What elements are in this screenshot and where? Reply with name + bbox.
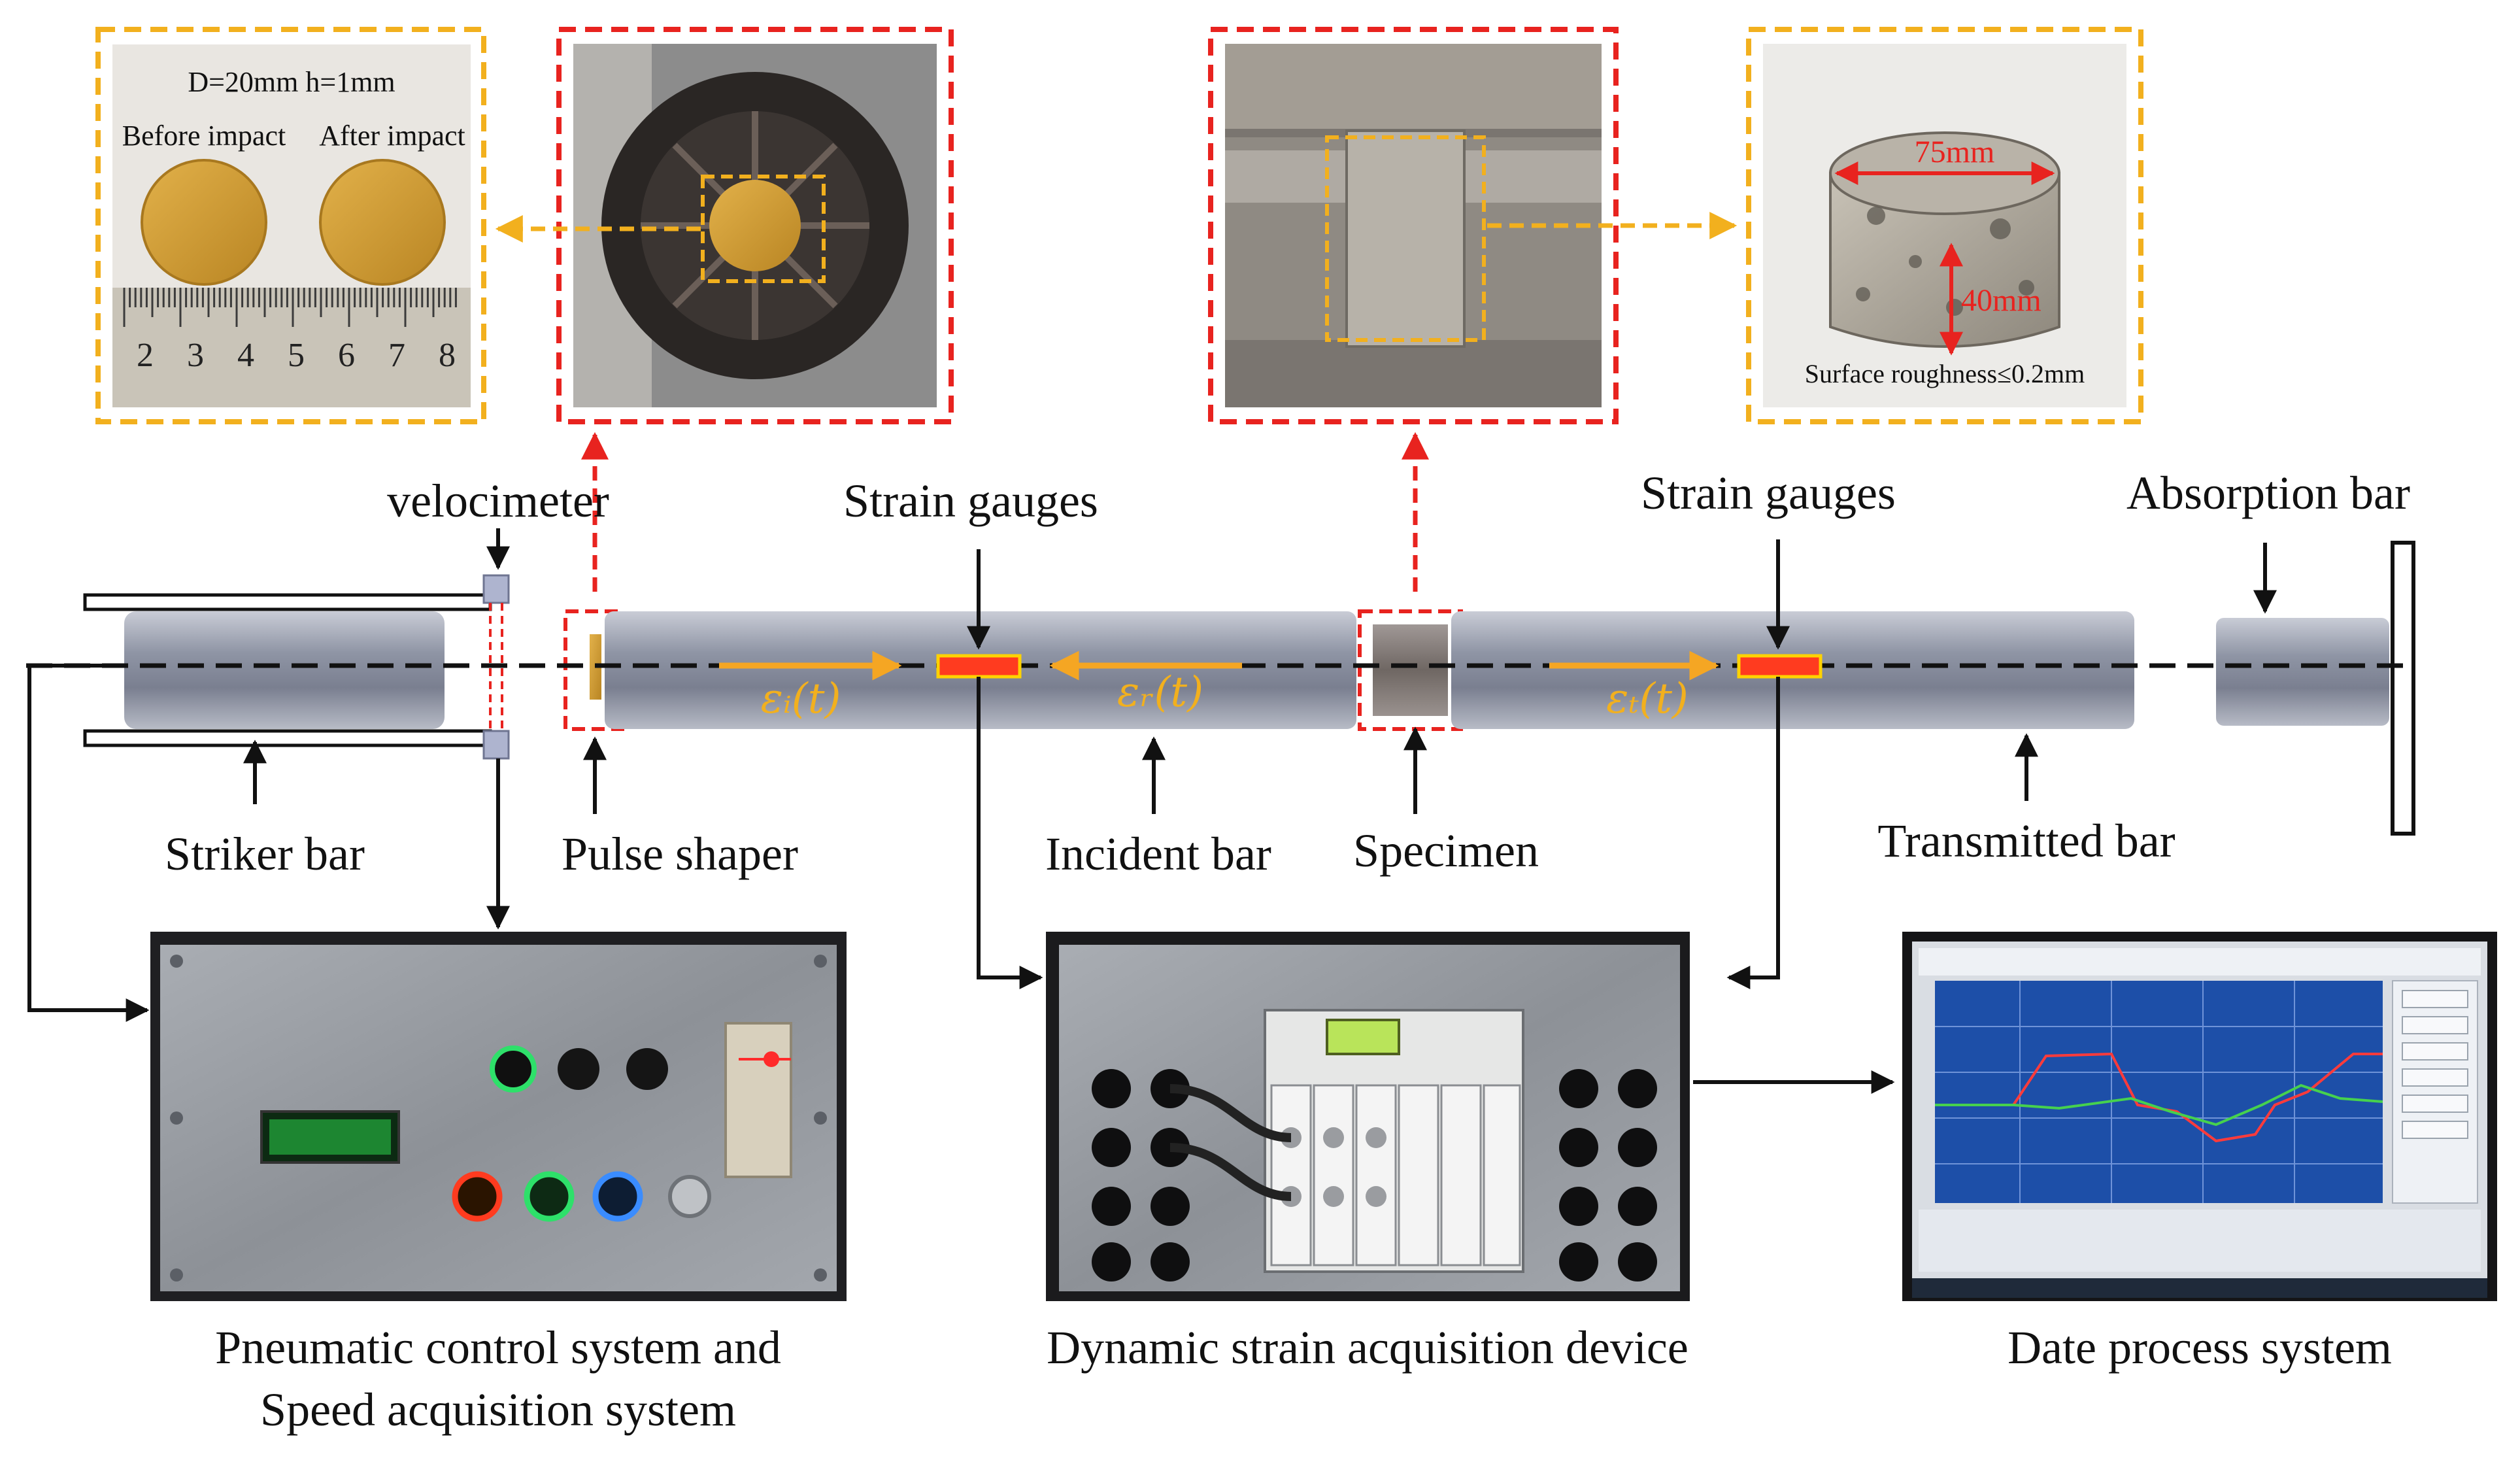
ruler-tick-label: 5 <box>288 337 305 374</box>
shaper-after-disc <box>319 159 446 286</box>
dynamic-strain-caption: Dynamic strain acquisition device <box>1047 1321 1688 1374</box>
specimen-in-photo <box>1345 129 1466 348</box>
shaper-zoom-box <box>701 175 826 283</box>
pulse-shaper-samples-photo: D=20mm h=1mm Before impact After impact … <box>95 27 486 424</box>
strain-gauges-left-label: Strain gauges <box>843 475 1098 527</box>
mounted-pulse-shaper <box>709 180 801 271</box>
specimen-sample-photo: 75mm 40mm Surface roughness≤0.2mm <box>1746 27 2143 424</box>
specimen-height: 40mm <box>1961 283 2041 318</box>
specimen-label: Specimen <box>1353 824 1539 877</box>
pneumatic-caption-line1: Pneumatic control system and <box>215 1321 781 1374</box>
ruler-tick-label: 2 <box>137 337 154 374</box>
ruler-tick-label: 6 <box>338 337 355 374</box>
red-indicator <box>452 1171 503 1222</box>
photo-connectors <box>495 212 1738 592</box>
waveform-plot <box>1935 981 2383 1203</box>
specimen-diameter: 75mm <box>1915 135 1995 169</box>
after-impact-label: After impact <box>319 120 465 152</box>
reflected-strain-symbol: εᵣ(t) <box>1117 668 1203 717</box>
ruler-tick-label: 3 <box>187 337 204 374</box>
ruler-tick-label: 4 <box>237 337 254 374</box>
ruler <box>112 288 471 407</box>
acquisition-lcd <box>1326 1019 1400 1055</box>
absorption-bar <box>2216 618 2389 726</box>
pulse-shaper-label: Pulse shaper <box>562 828 798 880</box>
ruler-tick-label: 7 <box>388 337 405 374</box>
waveform-red <box>1935 1052 2383 1143</box>
striker-bar-label: Striker bar <box>165 828 365 880</box>
strain-gauge-transmitted <box>1737 654 1823 679</box>
transmitted-bar-label: Transmitted bar <box>1877 815 2175 867</box>
strain-gauge-incident <box>936 654 1022 679</box>
specimen <box>1373 624 1448 716</box>
data-process-caption: Date process system <box>2008 1321 2392 1374</box>
before-impact-label: Before impact <box>122 120 286 152</box>
strain-gauges-right-label: Strain gauges <box>1641 467 1896 519</box>
shaper-before-disc <box>141 159 267 286</box>
specimen-zoom-box <box>1325 135 1486 342</box>
specimen-mount-photo <box>1208 27 1619 424</box>
striker-bar <box>124 611 445 729</box>
stopper-plate <box>2391 541 2415 836</box>
incident-strain-symbol: εᵢ(t) <box>761 675 841 723</box>
data-process-photo <box>1902 932 2497 1301</box>
incident-bar-label: Incident bar <box>1045 828 1271 880</box>
absorption-bar-label: Absorption bar <box>2126 467 2410 519</box>
pneumatic-control-photo <box>150 932 847 1301</box>
waveform-green <box>1935 1083 2383 1127</box>
dynamic-strain-device-photo <box>1046 932 1690 1301</box>
shaper-dimensions: D=20mm h=1mm <box>188 66 395 98</box>
velocimeter-unit <box>724 1022 792 1178</box>
ruler-tick-label: 8 <box>439 337 456 374</box>
velocimeter-label: velocimeter <box>387 475 609 527</box>
surface-roughness: Surface roughness≤0.2mm <box>1805 359 2085 388</box>
pneumatic-caption-line2: Speed acquisition system <box>260 1384 736 1436</box>
pulse-shaper-mount-photo <box>556 27 954 424</box>
green-indicator <box>490 1045 537 1093</box>
transmitted-strain-symbol: εₜ(t) <box>1606 675 1688 723</box>
